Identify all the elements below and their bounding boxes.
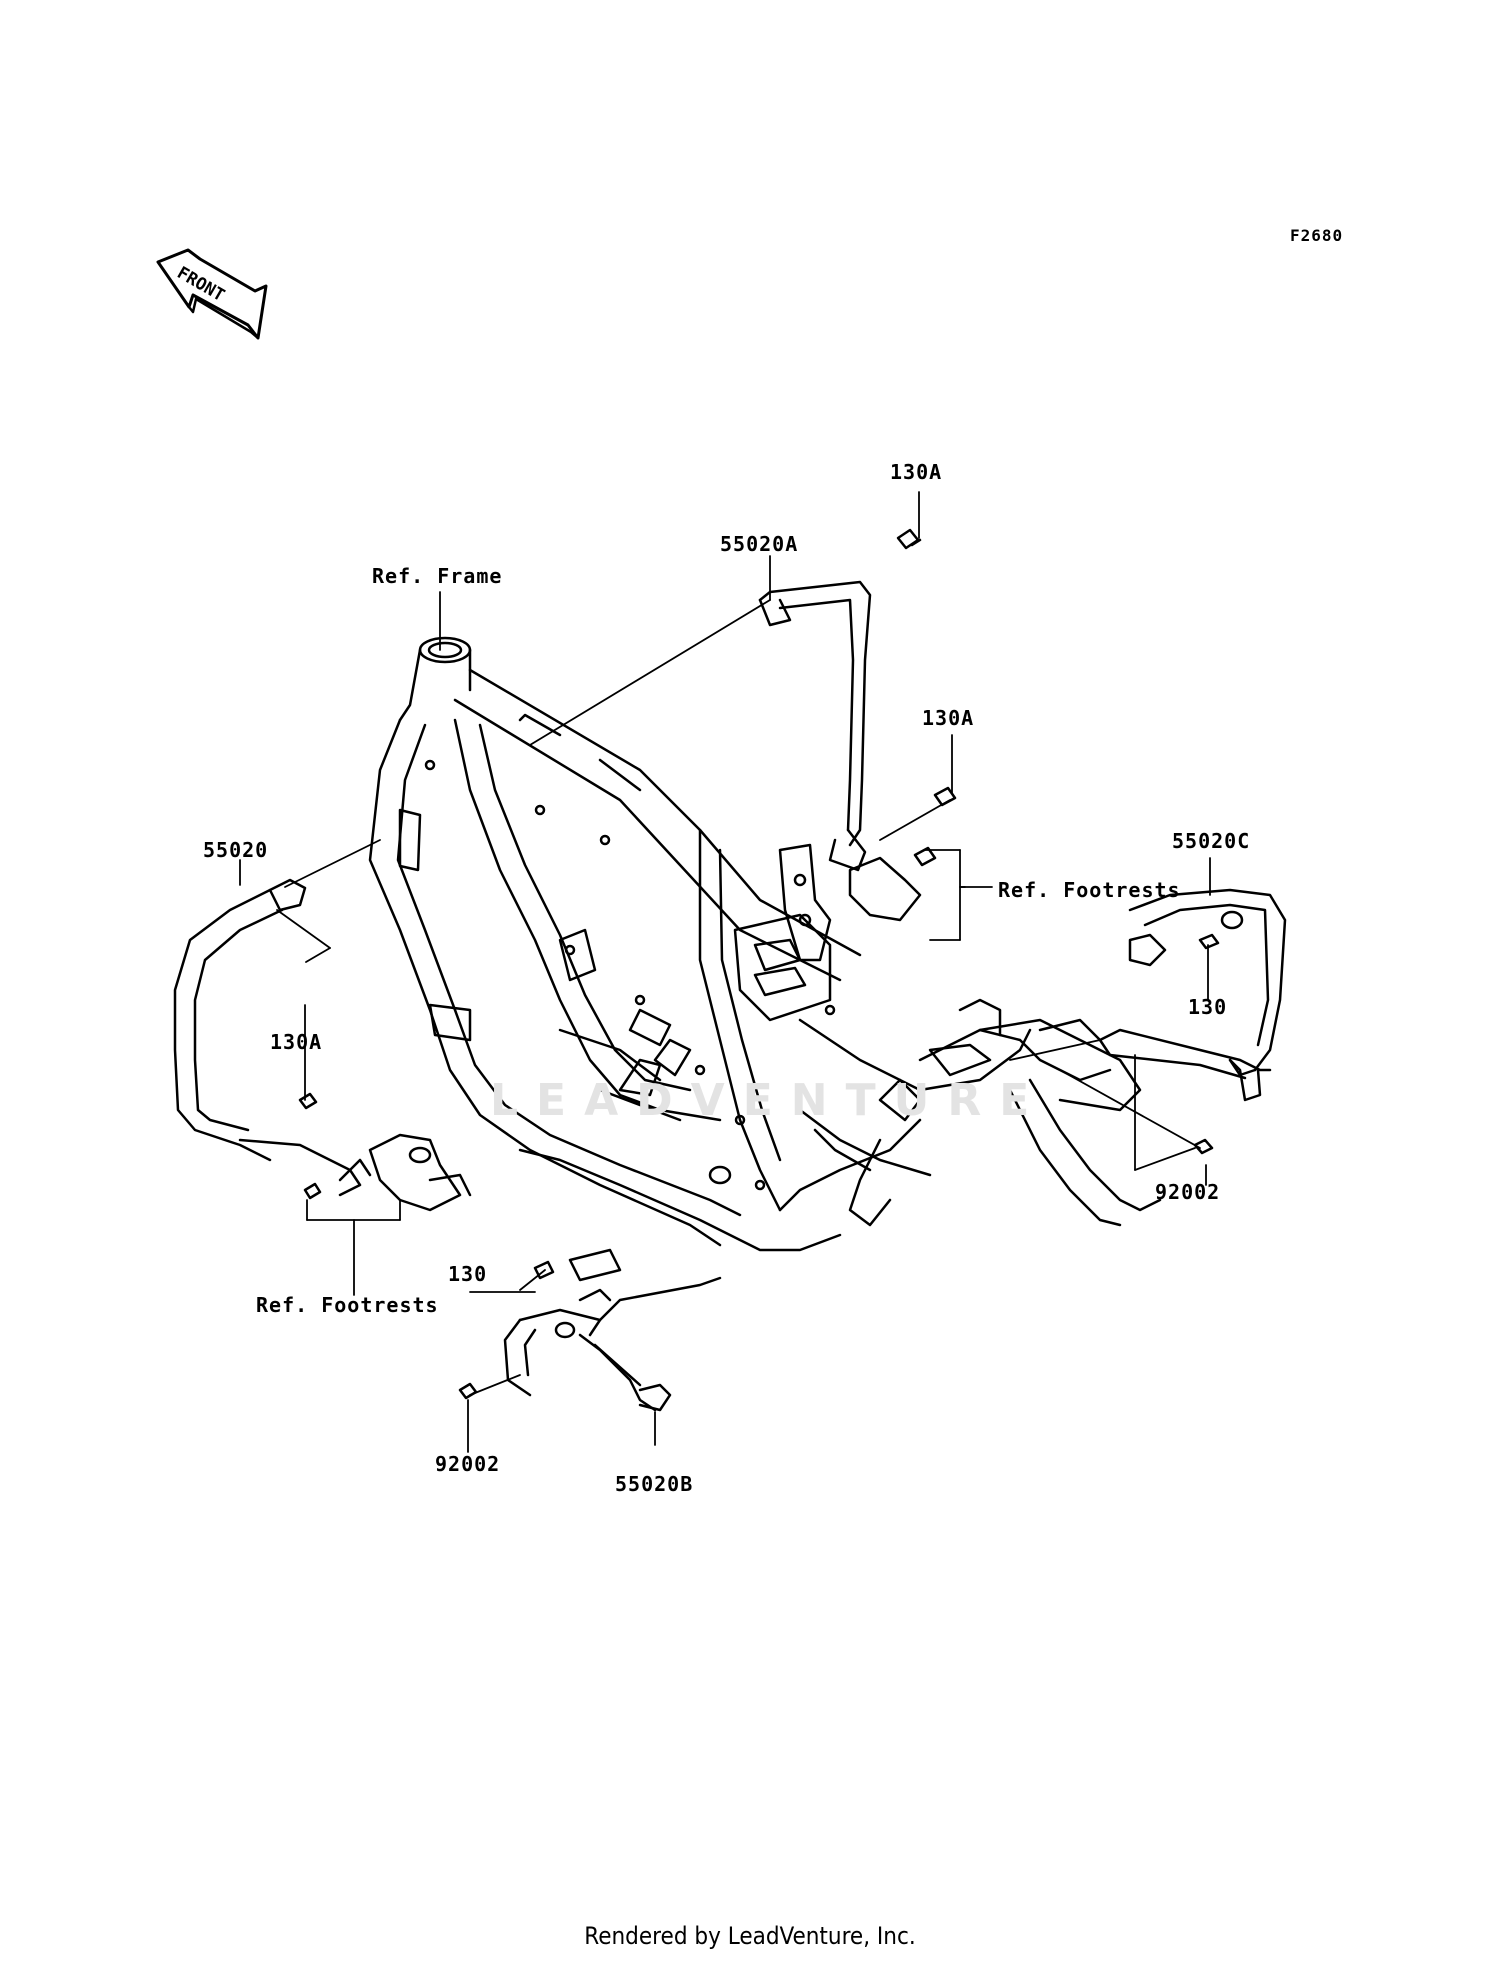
label-55020: 55020 bbox=[203, 838, 269, 862]
watermark: LEADVENTURE bbox=[490, 1075, 1048, 1126]
label-92002-left: 92002 bbox=[435, 1452, 501, 1476]
front-label: FRONT bbox=[174, 263, 228, 306]
guard-55020C-drawing bbox=[1098, 888, 1287, 1102]
label-ref-footrests-left: Ref. Footrests bbox=[256, 1293, 439, 1317]
label-ref-frame: Ref. Frame bbox=[372, 564, 503, 588]
label-130A-left: 130A bbox=[270, 1030, 323, 1054]
label-130-low: 130 bbox=[448, 1262, 488, 1286]
front-arrow-icon bbox=[156, 248, 268, 340]
leader-lines bbox=[239, 491, 1211, 1453]
label-ref-footrests-right: Ref. Footrests bbox=[998, 878, 1181, 902]
figure-id: F2680 bbox=[1290, 226, 1344, 245]
label-55020B: 55020B bbox=[615, 1472, 694, 1496]
label-130A-mid: 130A bbox=[922, 706, 975, 730]
label-130A-top: 130A bbox=[890, 460, 943, 484]
front-label-layer: FRONT bbox=[174, 263, 228, 306]
footrest-bracket-left-drawing bbox=[368, 1133, 472, 1212]
label-92002-right: 92002 bbox=[1155, 1180, 1221, 1204]
label-55020C: 55020C bbox=[1172, 829, 1251, 853]
label-130-right: 130 bbox=[1188, 995, 1228, 1019]
footer-credit: Rendered by LeadVenture, Inc. bbox=[584, 1922, 916, 1950]
guard-55020-drawing bbox=[173, 878, 372, 1197]
label-55020A: 55020A bbox=[720, 532, 799, 556]
guard-55020B-drawing bbox=[503, 1248, 722, 1412]
guard-55020A-drawing bbox=[758, 538, 922, 872]
frame-drawing bbox=[368, 636, 1162, 1252]
footrest-bracket-right-drawing bbox=[778, 843, 922, 962]
